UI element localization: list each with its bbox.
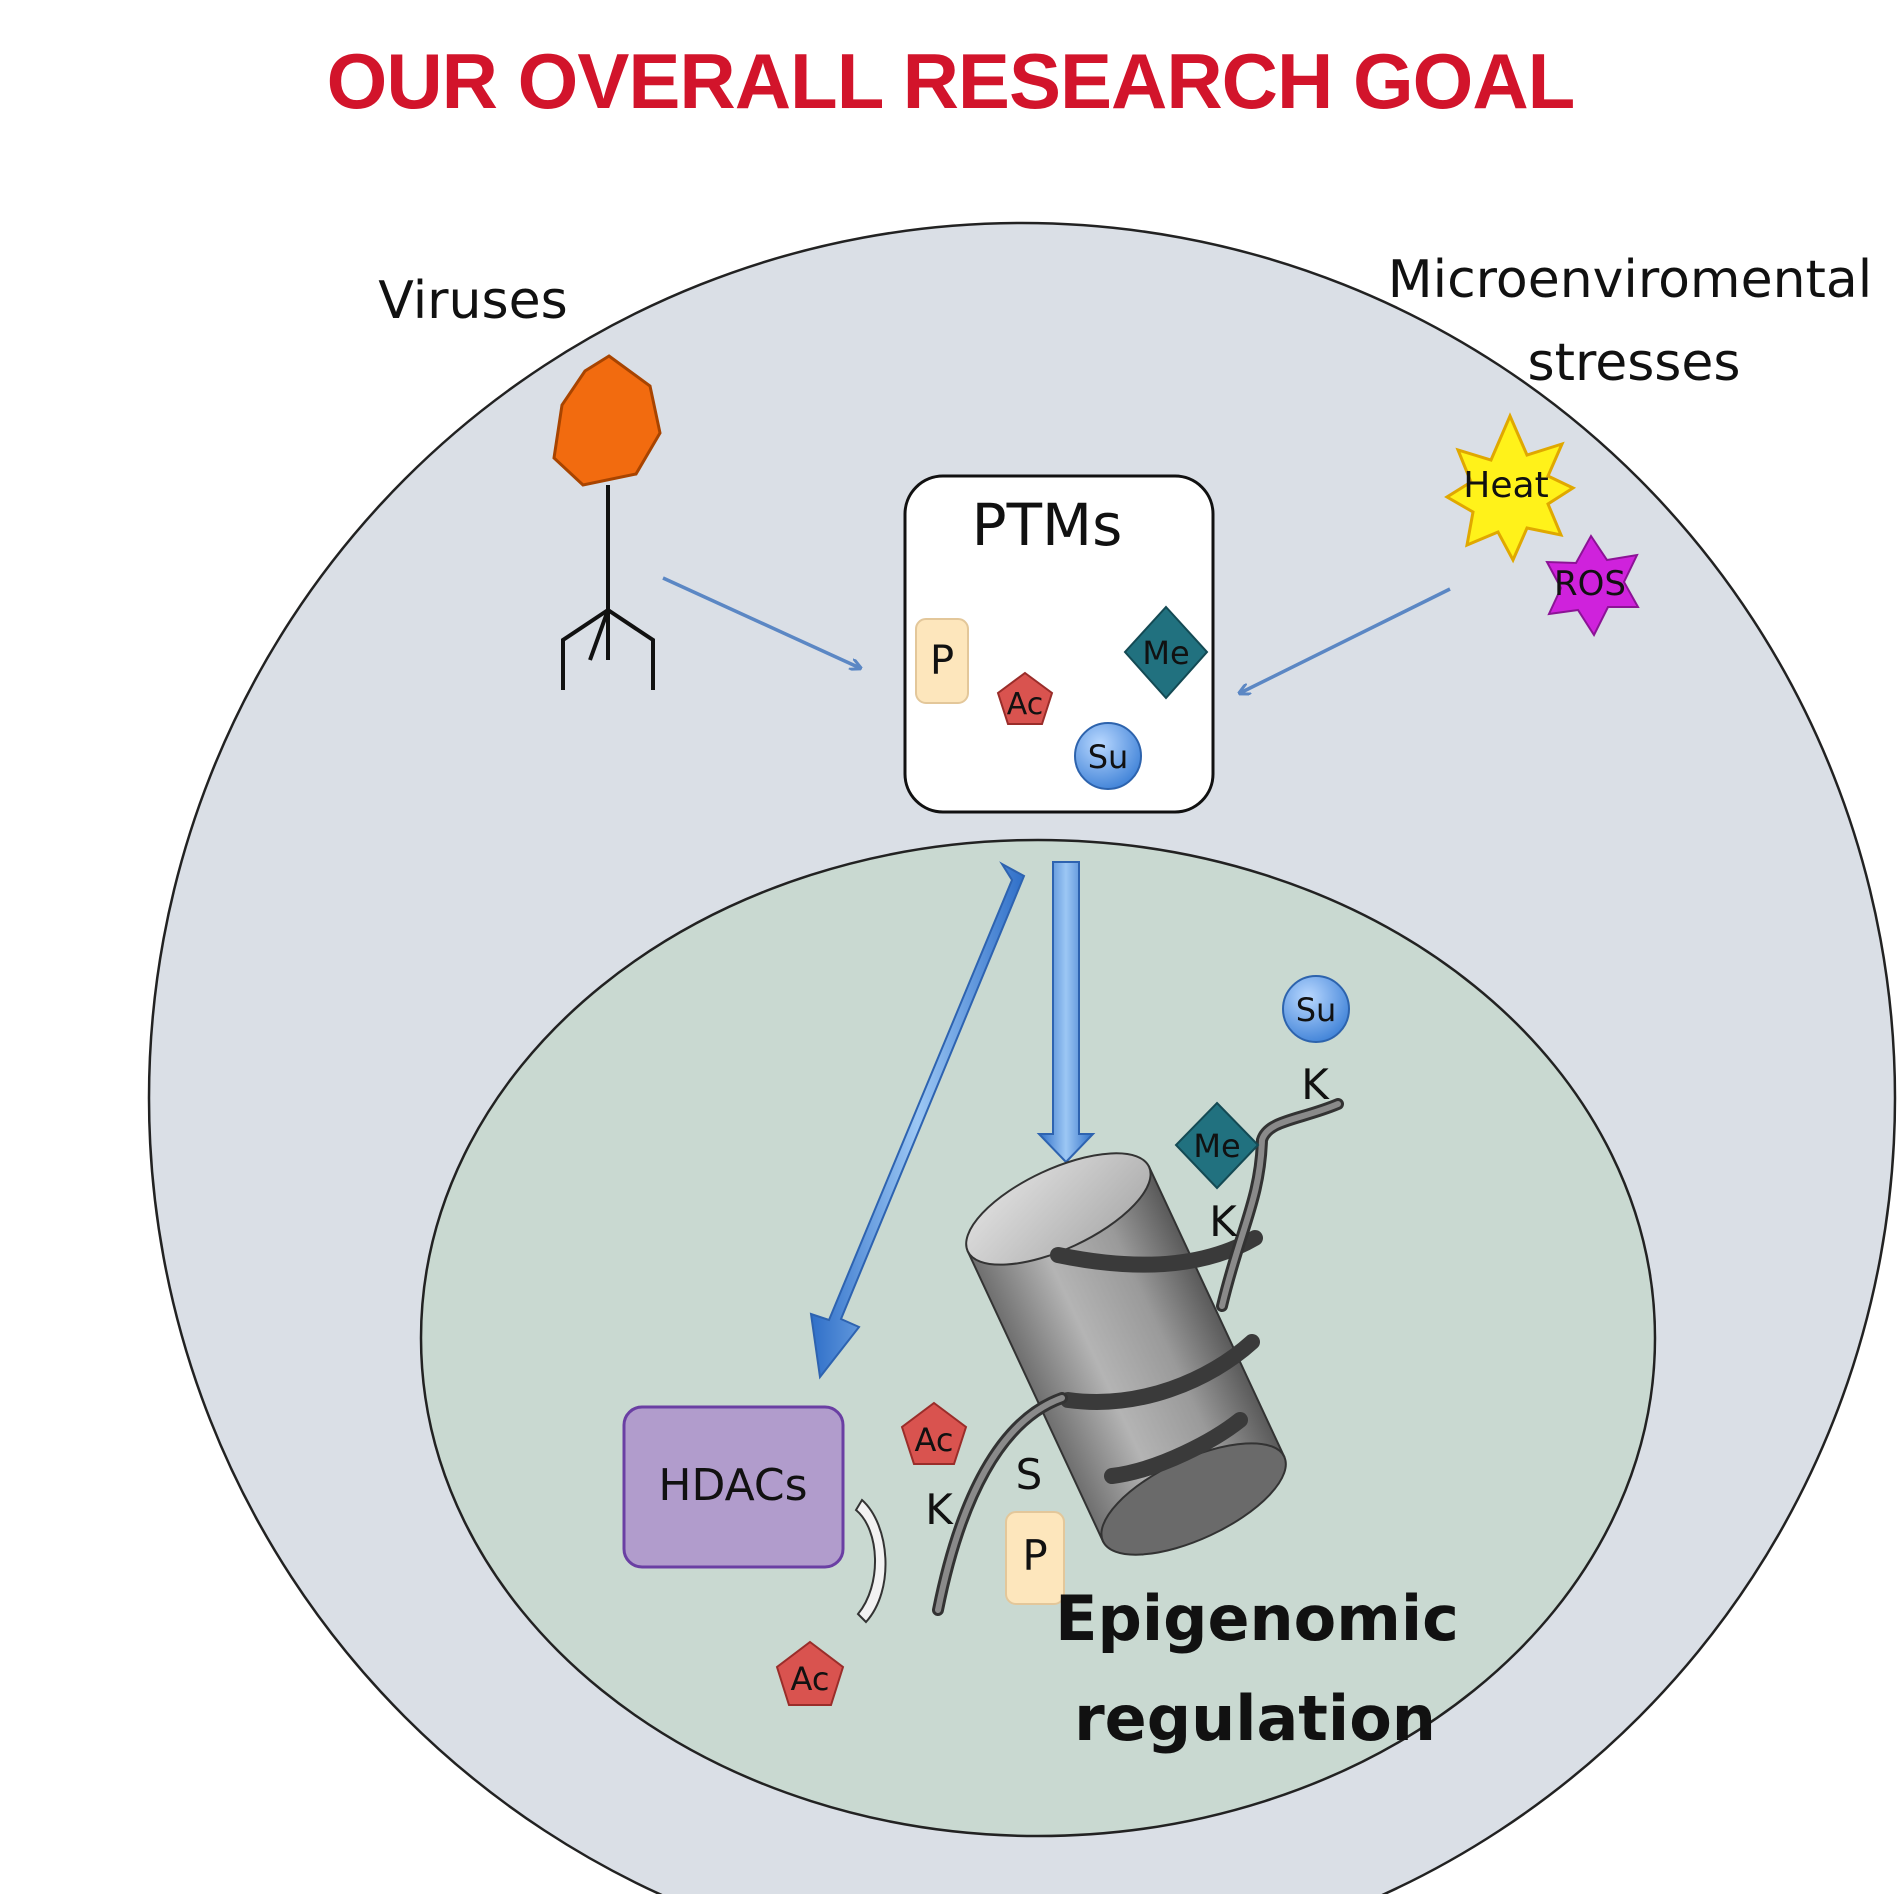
microenvironment-label-line2: stresses bbox=[1528, 333, 1741, 393]
heat-label: Heat bbox=[1463, 465, 1548, 506]
sumoylation-mark: Su bbox=[1074, 722, 1142, 790]
diagram-title: OUR OVERALL RESEARCH GOAL bbox=[326, 37, 1576, 125]
ptms-to-chromatin-arrow bbox=[1036, 861, 1096, 1164]
epigenomic-label-line1: Epigenomic bbox=[1055, 1582, 1459, 1655]
methylation-mark: Me bbox=[1123, 605, 1209, 700]
svg-text:Su: Su bbox=[1088, 738, 1129, 776]
svg-text:P: P bbox=[930, 638, 954, 684]
hdac-binding-bracket bbox=[854, 1498, 887, 1624]
svg-text:Ac: Ac bbox=[1007, 687, 1044, 722]
epigenomic-label-line2: regulation bbox=[1074, 1682, 1436, 1755]
acetylation-mark: Ac bbox=[996, 671, 1054, 725]
virus-to-ptms-arrow bbox=[662, 576, 860, 668]
svg-text:P: P bbox=[1022, 1531, 1047, 1580]
nuclear-phosphorylation-mark: P bbox=[1005, 1511, 1065, 1605]
microenvironment-label-line1: Microenviromental bbox=[1388, 250, 1872, 310]
serine-residue-label: S bbox=[1016, 1450, 1043, 1499]
virus-icon bbox=[552, 354, 662, 690]
hdacs-label: HDACs bbox=[658, 1460, 807, 1511]
nuclear-methylation-mark: Me bbox=[1174, 1101, 1260, 1190]
hdacs-enzyme: HDACs bbox=[622, 1405, 845, 1569]
ptms-box: PTMs P Ac Me Su bbox=[903, 474, 1215, 814]
lysine-residue-label: K bbox=[1209, 1197, 1238, 1246]
nuclear-sumoylation-mark: Su bbox=[1282, 975, 1350, 1043]
ros-star-icon: ROS bbox=[1545, 534, 1640, 638]
svg-text:Su: Su bbox=[1296, 991, 1337, 1029]
nucleosome-icon bbox=[932, 1098, 1344, 1616]
ros-label: ROS bbox=[1554, 564, 1626, 604]
lysine-residue-label: K bbox=[1301, 1060, 1330, 1109]
nuclear-acetylation-mark: Ac bbox=[900, 1401, 968, 1465]
viruses-label: Viruses bbox=[378, 271, 567, 331]
phosphorylation-mark: P bbox=[915, 618, 969, 704]
svg-text:Ac: Ac bbox=[791, 1660, 830, 1698]
stress-to-ptms-arrow bbox=[1240, 587, 1451, 693]
released-acetyl-mark: Ac bbox=[775, 1640, 845, 1706]
svg-text:Ac: Ac bbox=[915, 1421, 954, 1459]
svg-text:Me: Me bbox=[1142, 634, 1189, 672]
heat-burst-icon: Heat bbox=[1444, 412, 1577, 564]
lysine-residue-label: K bbox=[925, 1485, 954, 1534]
ptms-label: PTMs bbox=[972, 491, 1123, 559]
svg-text:Me: Me bbox=[1193, 1127, 1240, 1165]
ptms-to-hdacs-arrow bbox=[809, 861, 1026, 1380]
